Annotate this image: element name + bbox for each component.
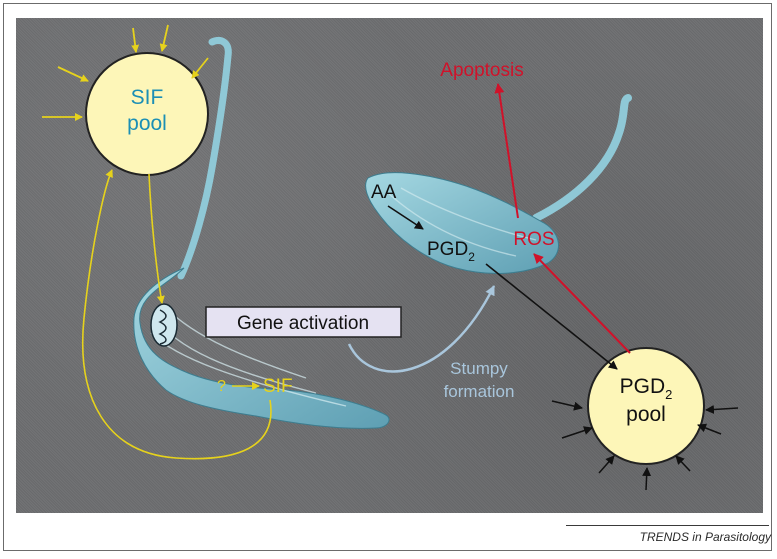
pool-to-ros-arrow xyxy=(534,254,630,353)
pgd2-pool-label-line1: PGD2 xyxy=(620,375,673,402)
pathway-diagram: SIF pool PGD2 pool Apoptosis ROS AA PGD2 xyxy=(16,18,763,513)
apoptosis-label: Apoptosis xyxy=(440,60,523,81)
stumpy-trypanosome xyxy=(366,98,628,273)
stumpy-flagellum xyxy=(536,98,628,218)
sif-pool: SIF pool xyxy=(86,53,208,175)
pgd2-to-pool-arrow xyxy=(486,264,617,369)
pgd2-pool-label-line2: pool xyxy=(626,403,666,426)
journal-credit: TRENDS in Parasitology xyxy=(566,530,771,544)
footer-rule xyxy=(566,525,769,526)
gene-activation-box: Gene activation xyxy=(206,307,401,337)
question-mark-label: ? xyxy=(217,378,226,395)
sif-label: SIF xyxy=(263,376,293,397)
sif-pool-label-line2: pool xyxy=(127,112,167,135)
sif-pool-label-line1: SIF xyxy=(131,86,164,109)
stumpy-formation-label-line2: formation xyxy=(444,382,515,401)
ros-label: ROS xyxy=(513,229,554,250)
ros-to-apoptosis-arrow xyxy=(498,84,518,218)
aa-label: AA xyxy=(371,182,397,203)
stumpy-formation-label-line1: Stumpy xyxy=(450,359,508,378)
pgd2-pool: PGD2 pool xyxy=(588,348,704,464)
gene-activation-label: Gene activation xyxy=(237,313,369,334)
